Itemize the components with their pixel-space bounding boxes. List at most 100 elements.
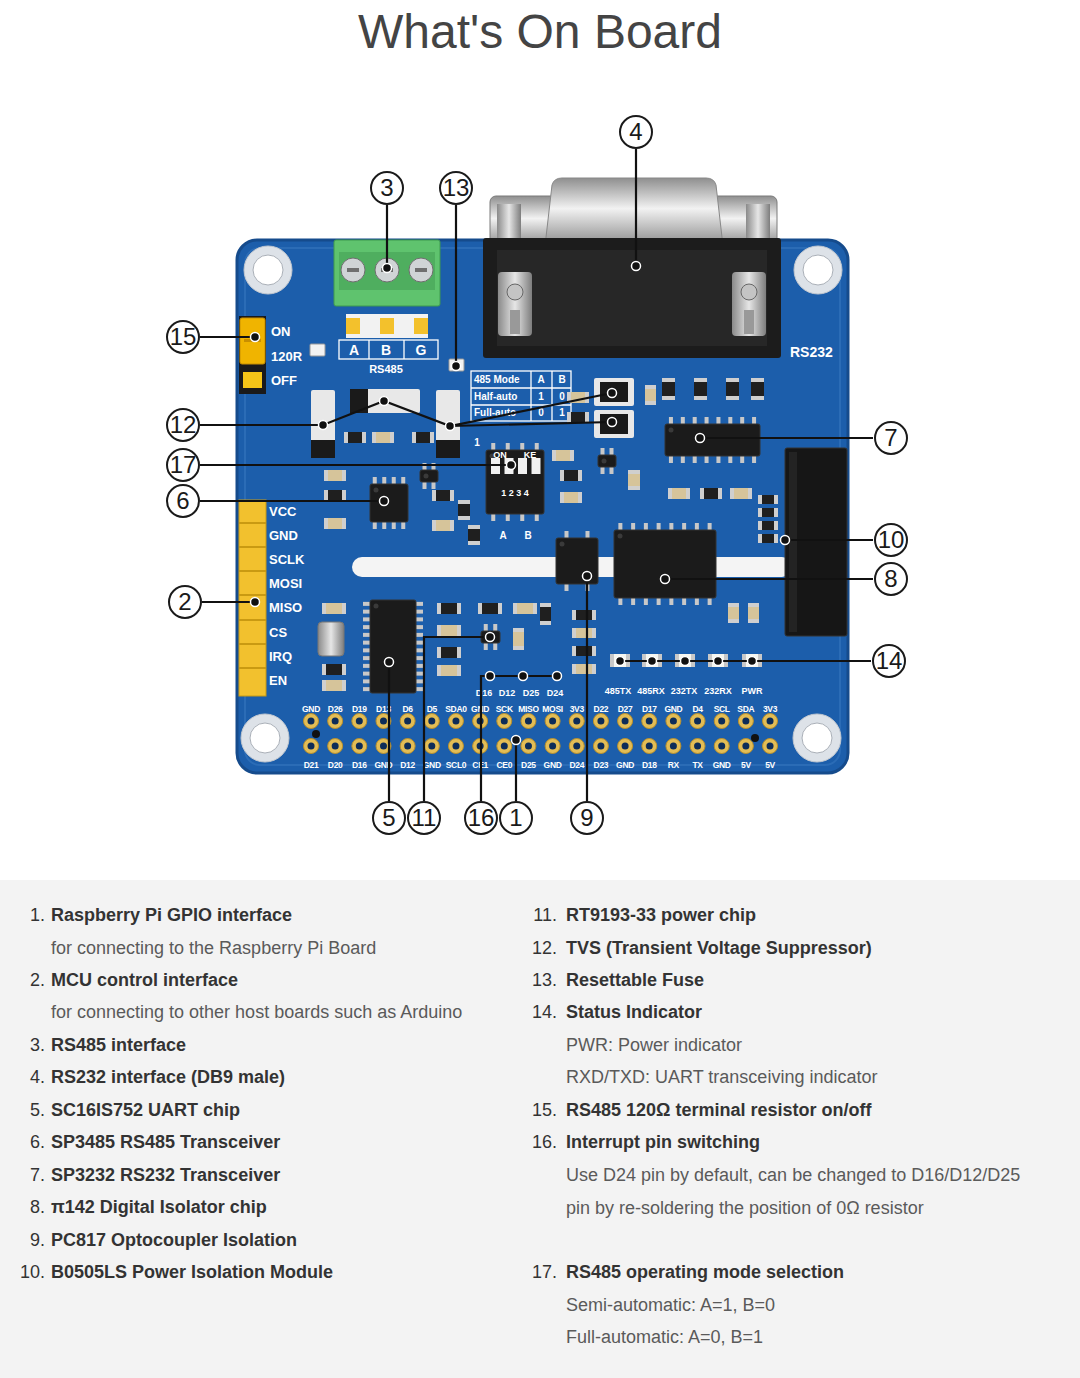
rs485-transceiver [401, 522, 405, 529]
gpio-pin-hole [742, 743, 749, 750]
passive-component [324, 470, 346, 481]
passive-component [694, 382, 707, 396]
leader-dot [681, 657, 690, 666]
pin-label: D23 [594, 761, 609, 770]
leader-dot [512, 736, 521, 745]
passive-component [726, 378, 739, 400]
digital-isolator-chip [644, 598, 648, 605]
gpio-pin-hole [763, 714, 778, 729]
item-description: PWR: Power indicator [566, 1034, 742, 1056]
mounting-hole [241, 714, 289, 762]
silkscreen-outline [368, 340, 369, 359]
status-led [646, 654, 658, 667]
rs232-transceiver [705, 417, 709, 424]
passive-component [348, 432, 362, 443]
passive-component [513, 628, 524, 650]
pin-label: RX [668, 761, 679, 770]
gpio-pin-hole [308, 743, 315, 750]
item-number: 16. [532, 1131, 557, 1153]
rs232-transceiver [705, 456, 709, 463]
gpio-pin-hole [332, 743, 339, 750]
mounting-hole [803, 255, 833, 285]
pin-label: D19 [352, 705, 367, 714]
gpio-pin-hole [646, 718, 653, 725]
power-chip [484, 624, 488, 631]
passive-component [758, 534, 778, 543]
rs232-transceiver [669, 428, 674, 433]
passive-component [458, 500, 470, 520]
digital-isolator-chip [657, 598, 661, 605]
callout-circle: 13 [439, 171, 473, 205]
leader-dot [616, 657, 625, 666]
silkscreen-label: 1 2 3 4 [501, 489, 529, 498]
terminal-block [347, 268, 359, 272]
passive-component [437, 603, 461, 614]
item-title: π142 Digital Isolator chip [51, 1196, 267, 1218]
uart-chip [363, 679, 370, 683]
fiducial-mark [751, 734, 759, 742]
item-title: SP3485 RS485 Transceiver [51, 1131, 280, 1153]
gpio-pin-hole [424, 739, 439, 754]
silkscreen-label: PWR [742, 687, 763, 696]
uart-chip [363, 648, 370, 652]
leader-line [388, 662, 390, 801]
passive-component [322, 664, 346, 675]
callout-number: 11 [409, 803, 439, 833]
rs232-transceiver [728, 456, 732, 463]
gpio-pin-hole [597, 718, 604, 725]
optocoupler [556, 531, 598, 591]
callout-number: 3 [372, 173, 402, 203]
transistor [602, 459, 607, 464]
mcu-header [239, 570, 266, 572]
silkscreen-label: 485TX [605, 687, 632, 696]
passive-component [322, 378, 778, 691]
silkscreen-label: SCLK [269, 553, 304, 566]
leader-line [200, 393, 612, 426]
rs232-transceiver [681, 417, 685, 424]
callout-number: 12 [168, 410, 198, 440]
leader-dot [608, 389, 617, 398]
terminal-block [341, 258, 365, 282]
optocoupler [586, 531, 590, 538]
pin-label: SDA [737, 705, 754, 714]
passive-component [704, 488, 718, 499]
passive-component [572, 664, 596, 674]
uart-chip [374, 604, 379, 609]
uart-chip [363, 617, 370, 621]
gpio-pin-hole [549, 718, 556, 725]
digital-isolator-chip [669, 523, 673, 530]
leader-dot [748, 657, 757, 666]
mode-switch [520, 443, 524, 450]
pin-label: GND [616, 761, 634, 770]
gpio-pin-hole [428, 743, 435, 750]
rs232-transceiver [716, 456, 720, 463]
passive-component [441, 603, 457, 614]
item-title: RS485 120Ω terminal resistor on/off [566, 1099, 872, 1121]
pin-label: D12 [400, 761, 415, 770]
uart-chip [416, 641, 423, 645]
rs485-transceiver [374, 488, 379, 493]
mcu-header [239, 643, 266, 645]
gpio-pin-hole [738, 739, 753, 754]
item-title: Status Indicator [566, 1001, 702, 1023]
pin-label: D4 [692, 705, 702, 714]
passive-component [728, 603, 739, 623]
terminal-block [380, 318, 394, 334]
gpio-pin-hole [593, 739, 608, 754]
uart-chip [416, 648, 423, 652]
mcu-header [239, 594, 266, 596]
jumper-header [243, 372, 262, 388]
mcu-header [239, 522, 266, 524]
pin-label: SCK [496, 705, 513, 714]
gpio-pin-hole [690, 739, 705, 754]
transistor [432, 482, 436, 489]
pin-label: D16 [352, 761, 367, 770]
passive-component [726, 382, 739, 396]
mounting-hole [802, 723, 832, 753]
digital-isolator-chip [695, 598, 699, 605]
terminal-block [346, 318, 360, 334]
item-description: for connecting to other host boards such… [51, 1001, 462, 1023]
item-number: 13. [532, 969, 557, 991]
silkscreen-label: B [558, 375, 565, 385]
